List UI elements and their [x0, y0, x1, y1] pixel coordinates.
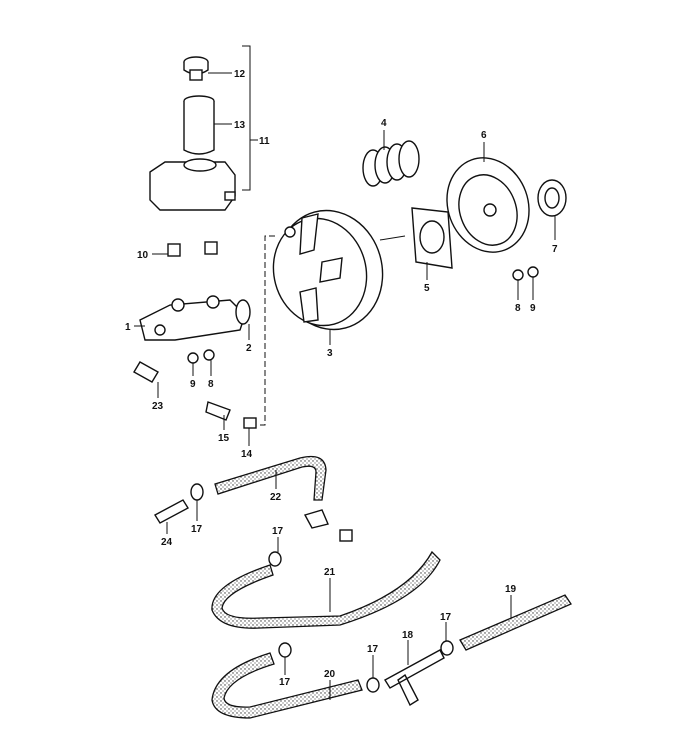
callout-21: 21: [324, 567, 336, 578]
nut: [527, 266, 539, 278]
callout-17: 17: [367, 644, 379, 655]
grommet: [167, 243, 181, 257]
callout-23: 23: [152, 401, 164, 412]
callout-8: 8: [515, 303, 521, 314]
grommet: [204, 241, 218, 255]
hose-clamp: [278, 642, 292, 658]
callout-9: 9: [530, 303, 536, 314]
callout-24: 24: [161, 537, 173, 548]
callout-6: 6: [481, 130, 487, 141]
hose-clamp: [268, 551, 282, 567]
callout-15: 15: [218, 433, 230, 444]
callout-3: 3: [327, 348, 333, 359]
grommet-14: [243, 417, 257, 429]
vacuum-hose-20: [211, 652, 363, 719]
sealing-ring-inner: [544, 187, 560, 209]
gasket-hole: [419, 220, 445, 254]
callout-4: 4: [381, 118, 387, 129]
leader-lines: [134, 72, 556, 700]
callout-17: 17: [272, 526, 284, 537]
pressure-sensor: [133, 361, 159, 383]
callout-2: 2: [246, 343, 252, 354]
master-cylinder: [139, 295, 246, 341]
elbow-fitting: [303, 509, 329, 529]
washer: [512, 269, 524, 281]
callout-17: 17: [440, 612, 452, 623]
callout-17: 17: [191, 524, 203, 535]
callout-8: 8: [208, 379, 214, 390]
callout-13: 13: [234, 120, 246, 131]
booster-boot: [362, 140, 420, 187]
nut: [187, 352, 199, 364]
o-ring: [235, 299, 251, 325]
vacuum-line-dashed: [258, 235, 275, 426]
callout-9: 9: [190, 379, 196, 390]
callout-20: 20: [324, 669, 336, 680]
hose-clamp: [366, 677, 380, 693]
callout-18: 18: [402, 630, 414, 641]
vacuum-hose-22: [214, 455, 327, 501]
callout-22: 22: [270, 492, 282, 503]
callout-12: 12: [234, 69, 246, 80]
callout-11: 11: [259, 136, 270, 147]
vacuum-hose-19: [459, 594, 572, 651]
connector-tube-24: [154, 499, 189, 524]
callout-7: 7: [552, 244, 558, 255]
callout-17: 17: [279, 677, 291, 688]
fluid-reservoir: [149, 158, 236, 211]
reservoir-cap: [183, 56, 209, 81]
hose-clamp: [440, 640, 454, 656]
check-valve: [205, 401, 231, 421]
callout-1: 1: [125, 322, 131, 333]
callout-5: 5: [424, 283, 430, 294]
washer: [203, 349, 215, 361]
mounting-bracket: [446, 157, 530, 253]
hose-clamp: [190, 483, 204, 501]
group-bracket-11: [242, 45, 258, 191]
brake-booster: [272, 209, 406, 331]
callout-10: 10: [137, 250, 149, 261]
vacuum-hose-21: [211, 550, 441, 629]
grommet: [339, 529, 353, 542]
callout-14: 14: [241, 449, 253, 460]
callout-19: 19: [505, 584, 517, 595]
reservoir-filter: [183, 95, 215, 155]
t-connector: [384, 649, 445, 707]
